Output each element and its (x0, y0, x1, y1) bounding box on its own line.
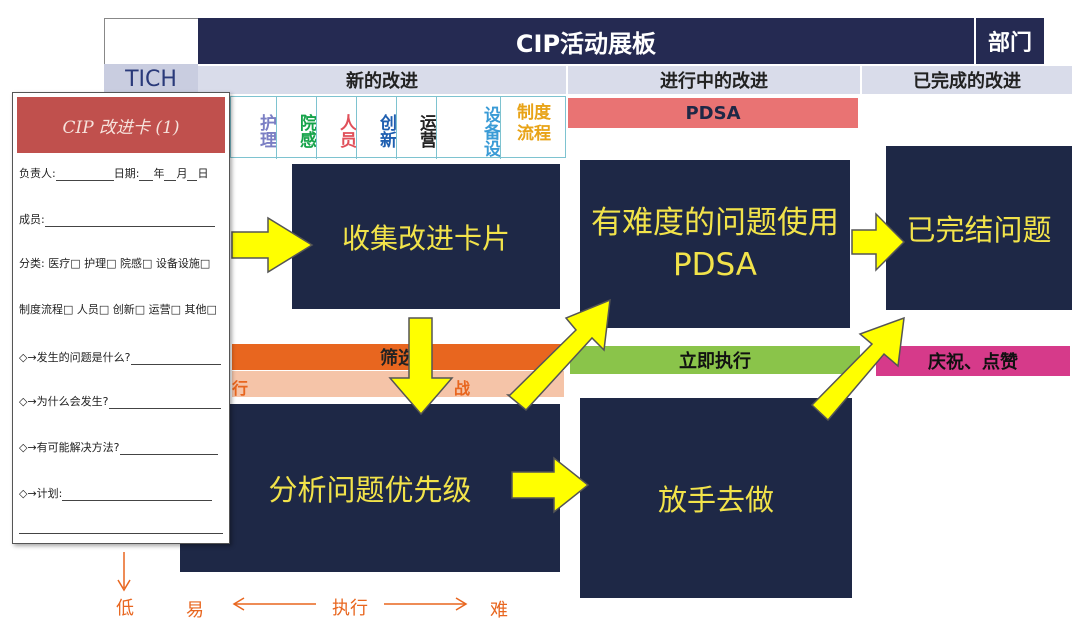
column-done: 已完成的改进 (862, 66, 1072, 94)
arrow-analyze-to-pdsa (505, 298, 611, 412)
board-top-left-blank (104, 18, 198, 64)
arrow-analyze-to-justdo (511, 456, 590, 514)
cip-card-header: CIP 改进卡 (1) (17, 97, 225, 153)
board-title: CIP活动展板 (198, 18, 974, 64)
axis-hard: 难 (490, 600, 508, 621)
pdsa-bar: PDSA (568, 98, 858, 128)
card-blank-rule (19, 533, 223, 534)
category-innovation: 创新 (357, 97, 397, 159)
box-finished: 已完结问题 (886, 146, 1072, 310)
category-operations: 运营 (397, 97, 437, 159)
card-class-line-2: 制度流程□ 人员□ 创新□ 运营□ 其他□ (19, 303, 217, 316)
column-inprogress: 进行中的改进 (568, 66, 860, 94)
box-use-pdsa: 有难度的问题使用PDSA (580, 160, 850, 328)
category-process: 制度流程 (517, 103, 551, 144)
box-just-do-it: 放手去做 (580, 398, 852, 598)
filter-bar: 筛选 (232, 344, 564, 370)
category-nursing: 护理 (243, 97, 277, 159)
department-label: 部门 (974, 18, 1044, 64)
cip-card: CIP 改进卡 (1) 负责人:日期:年月日 成员: 分类: 医疗□ 护理□ 院… (12, 92, 230, 544)
celebrate-bar: 庆祝、点赞 (876, 346, 1070, 376)
card-question-2: ◇→为什么会发生? (19, 393, 223, 409)
axis-exec: 执行 (332, 598, 368, 619)
cip-card-title: CIP 改进卡 (1) (62, 117, 180, 138)
arrow-collect-to-analyze (388, 317, 454, 416)
org-label: TICH (104, 64, 198, 94)
category-equipment: 设备设 (437, 97, 501, 159)
box-collect-cards: 收集改进卡片 (292, 164, 560, 309)
arrow-pdsa-to-finished (851, 212, 906, 272)
board-title-text: CIP活动展板 (515, 29, 657, 58)
card-question-4: ◇→计划: (19, 485, 223, 501)
arrow-into-collect (231, 216, 314, 274)
axis-left-arrow-head (232, 597, 245, 611)
axis-low: 低 (116, 598, 134, 619)
filter-subbar-left: 行 (232, 379, 249, 398)
card-class-line-1: 分类: 医疗□ 护理□ 院感□ 设备设施□ (19, 257, 211, 270)
card-members-line: 成员: (19, 211, 223, 227)
arrow-justdo-to-finished (810, 316, 905, 422)
category-infection: 院感 (277, 97, 317, 159)
card-question-1: ◇→发生的问题是什么? (19, 349, 223, 365)
axis-easy: 易 (186, 600, 204, 621)
axis-right-arrow-head (455, 597, 468, 611)
card-question-3: ◇→有可能解决方法? (19, 439, 223, 455)
filter-subbar-right: 战 (454, 379, 471, 398)
category-staff: 人员 (317, 97, 357, 159)
card-owner-line: 负责人:日期:年月日 (19, 167, 209, 181)
column-new: 新的改进 (198, 66, 566, 94)
axis-down-arrow-head (117, 579, 131, 592)
execute-bar: 立即执行 (570, 346, 860, 374)
category-strip: 护理 院感 人员 创新 运营 设备设 制度流程 (230, 96, 566, 159)
box-analyze-priority: 分析问题优先级 (180, 404, 560, 572)
